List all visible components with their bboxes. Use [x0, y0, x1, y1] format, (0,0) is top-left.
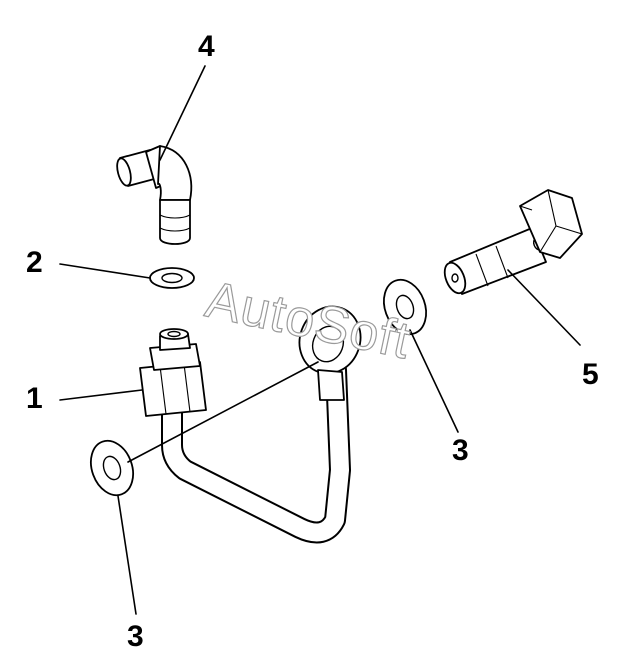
leader-1 [59, 389, 143, 401]
callouts: 4 2 1 3 3 5 [26, 30, 599, 653]
callout-1: 1 [26, 382, 43, 415]
part-5-banjo-bolt [443, 189, 583, 295]
part-3-washer-left [90, 439, 134, 497]
leader-2 [59, 263, 151, 279]
leader-4 [159, 65, 206, 161]
callout-4: 4 [198, 30, 215, 63]
callout-5: 5 [582, 358, 599, 391]
leader-3a [409, 329, 459, 433]
callout-3-left: 3 [127, 620, 144, 653]
leader-3b [117, 495, 137, 615]
part-2-washer [149, 267, 195, 289]
part-4-elbow-fitting [116, 145, 193, 245]
part-1-pipe-assembly [139, 305, 362, 544]
callout-3-right: 3 [452, 434, 469, 467]
leader-lines [59, 65, 581, 615]
leader-3-pipe [127, 361, 319, 463]
part-3-washer-right [383, 278, 427, 336]
callout-2: 2 [26, 246, 43, 279]
leader-5 [507, 269, 581, 346]
